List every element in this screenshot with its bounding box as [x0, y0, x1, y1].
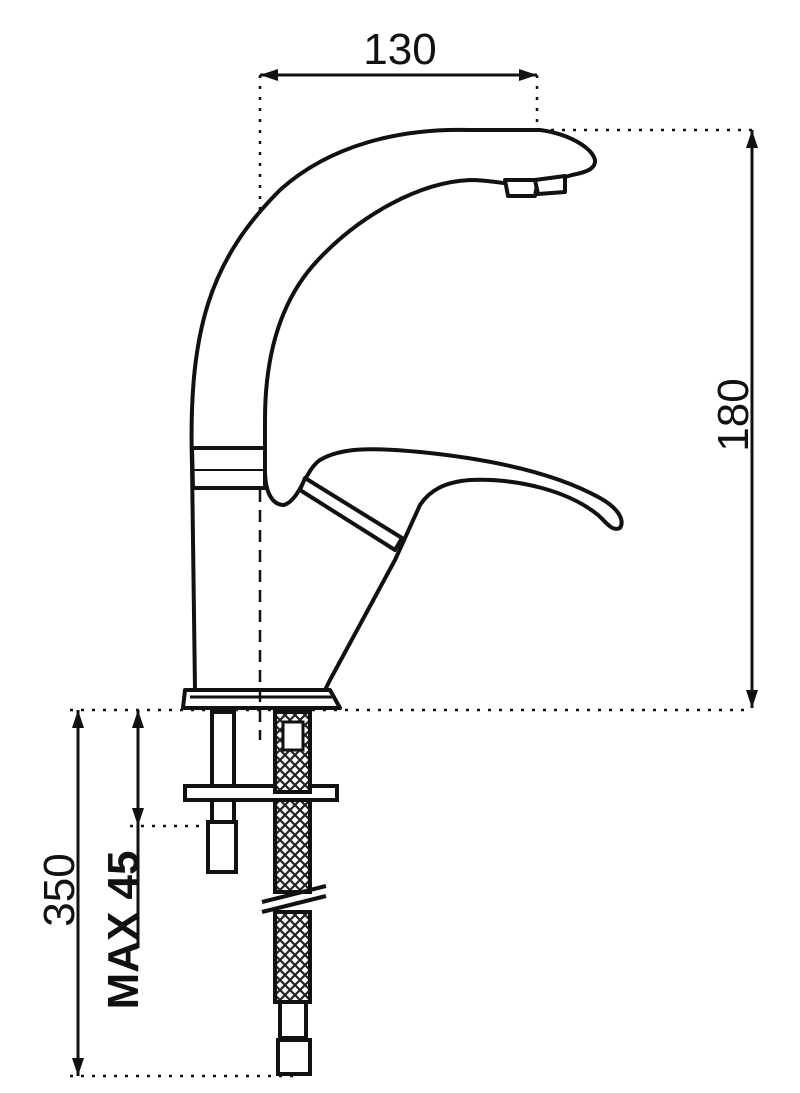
- mounting-plate: [183, 784, 339, 802]
- flexible-hose: [261, 710, 327, 1076]
- mounting-rod: [183, 710, 339, 874]
- aerator: [503, 178, 540, 198]
- dimension-350: 350: [35, 710, 300, 1078]
- dimension-350-label: 350: [35, 853, 84, 926]
- aerator-right: [533, 174, 567, 196]
- faucet-body: [181, 127, 624, 710]
- hose-lower: [273, 910, 312, 1004]
- dimension-130-label: 130: [363, 25, 436, 74]
- hose-end: [276, 1038, 312, 1076]
- dimension-180: 180: [540, 128, 760, 708]
- threaded-rod: [210, 710, 236, 788]
- fixing-nut: [206, 820, 238, 874]
- dimension-max-45: MAX 45: [99, 710, 205, 1009]
- dimension-180-label: 180: [709, 378, 758, 451]
- lever-stem: [298, 476, 404, 552]
- rod-lower: [210, 798, 236, 824]
- hose-fitting: [278, 1000, 308, 1040]
- hose-middle: [273, 798, 312, 894]
- hose-collar-top: [281, 720, 305, 752]
- body-band: [190, 446, 267, 490]
- faucet-outline: [189, 127, 624, 692]
- dimension-max-45-label: MAX 45: [99, 851, 148, 1010]
- base-ring: [181, 688, 342, 710]
